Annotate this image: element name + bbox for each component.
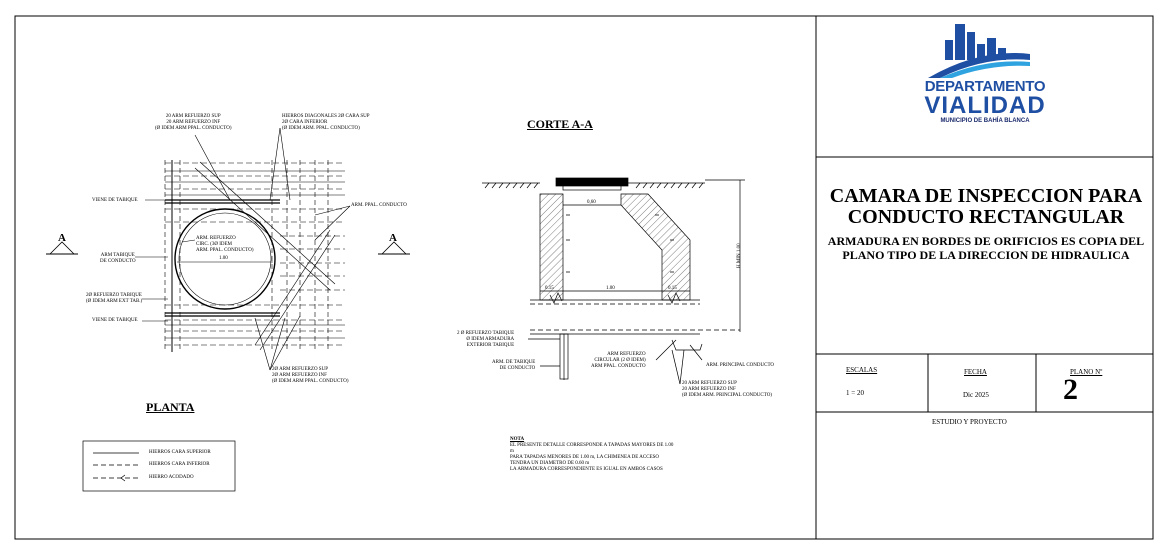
estudio-proyecto: ESTUDIO Y PROYECTO [932,418,1007,426]
planta-label-hierros-diagonales: HIERROS DIAGONALES 2Ø CARA SUP 2Ø CARA I… [282,114,370,131]
corte-dim-015-right: 0.15 [668,286,677,291]
planta-label-viene-tabique-bottom: VIENE DE TABIQUE [92,318,138,323]
planta-dim-100: 1.00 [219,256,228,261]
section-marker-right: A [389,232,397,244]
corte-label-refuerzo-sup: 20 ARM REFUERZO SUP 20 ARM REFUERZO INF … [682,381,772,398]
fecha-value: Dic 2025 [963,391,989,399]
fecha-label: FECHA [964,368,987,376]
legend-item-acodado: HIERRO ACODADO [149,475,194,480]
corte-drawing [482,177,745,385]
department-logo [928,24,1030,78]
legend-box [82,440,236,492]
legend-item-cara-inferior: HIERROS CARA INFERIOR [149,462,210,467]
corte-h-min: h min 1.00 [737,243,742,268]
planta-label-refuerzo-tabique: 2Ø REFUERZO TABIQUE (Ø IDEM ARM EXT TAB.… [86,293,143,304]
plan-subtitle: ARMADURA EN BORDES DE ORIFICIOS ES COPIA… [827,234,1145,262]
planta-drawing [46,127,410,371]
escalas-label: ESCALAS [846,366,878,374]
logo-vialidad-text: VIALIDAD [924,92,1046,119]
planta-label-arm-ppal: ARM. PPAL. CONDUCTO [351,203,407,208]
planta-label-refuerzo-sup: 20 ARM REFUERZO SUP 20 ARM REFUERZO INF … [155,114,232,131]
plano-label: PLANO Nº [1070,368,1103,376]
corte-label-refuerzo-circ: ARM REFUERZO CIRCULAR (2 Ø IDEM) ARM PPA… [591,352,646,369]
legend-item-cara-superior: HIERROS CARA SUPERIOR [149,450,211,455]
corte-dim-015-left: 0.15 [545,286,554,291]
corte-dim-100: 1.00 [606,286,615,291]
plan-title: CAMARA DE INSPECCION PARA CONDUCTO RECTA… [829,185,1143,228]
planta-title: PLANTA [146,400,195,414]
corte-label-arm-principal: ARM. PRINCIPAL CONDUCTO [706,363,775,368]
nota-title: NOTA [510,437,525,442]
planta-label-arm-tabique: ARM TABIQUE DE CONDUCTO [100,253,136,264]
corte-label-refuerzo-tabique: 2 Ø REFUERZO TABIQUE Ø IDEM ARMADURA EXT… [457,331,515,348]
planta-label-refuerzo-circ: ARM. REFUERZO CIRC. (3Ø IDEM ARM. PPAL. … [196,236,254,253]
corte-label-arm-tabique: ARM. DE TABIQUE DE CONDUCTO [492,360,536,371]
planta-label-refuerzo-bottom: 2Ø ARM REFUERZO SUP 2Ø ARM REFUERZO INF … [272,367,349,384]
section-marker-left: A [58,232,66,244]
nota-body: EL PRESENTE DETALLE CORRESPONDE A TAPADA… [510,443,674,472]
planta-label-viene-tabique-top: VIENE DE TABIQUE [92,198,138,203]
logo-department-text: DEPARTAMENTO [924,78,1046,95]
plano-number: 2 [1063,373,1078,406]
escalas-value: 1 = 20 [846,389,864,397]
logo-municipio-text: MUNICIPIO DE BAHÍA BLANCA [940,118,1030,124]
corte-title: CORTE A-A [527,117,593,131]
corte-dim-060: 0,60 [587,200,596,205]
sheet-frame [14,15,1154,540]
